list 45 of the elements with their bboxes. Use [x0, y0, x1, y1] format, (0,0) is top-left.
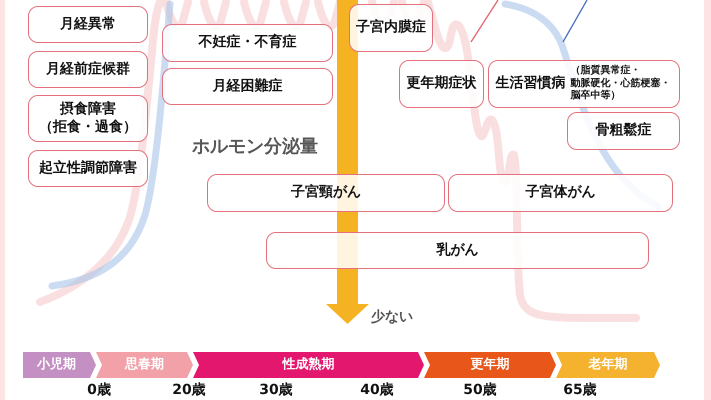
age-label: 30歳	[259, 381, 293, 399]
age-label: 0歳	[87, 381, 111, 399]
condition-label: 子宮頸がん	[291, 184, 361, 202]
condition-box	[349, 4, 433, 52]
stage-segment	[193, 352, 424, 378]
age-label: 20歳	[172, 381, 206, 399]
scale-label: 少ない	[371, 308, 413, 326]
condition-label: 月経困難症	[212, 78, 282, 96]
condition-label: 子宮体がん	[526, 184, 596, 202]
condition-label: 摂食障害（拒食・過食）	[38, 101, 138, 136]
stage-label: 老年期	[588, 357, 628, 373]
condition-box	[28, 51, 148, 88]
condition-box	[162, 24, 333, 62]
condition-label: 月経異常	[60, 16, 116, 34]
quantity-label: ホルモン分泌量	[192, 135, 318, 158]
condition-box	[399, 60, 484, 108]
condition-label: 乳がん	[436, 242, 478, 260]
condition-box	[28, 6, 148, 43]
condition-box	[266, 232, 649, 269]
condition-label: 月経前症候群	[46, 60, 130, 78]
condition-box	[28, 95, 148, 142]
condition-box	[207, 174, 445, 212]
condition-label: 不妊症・不育症	[198, 34, 296, 52]
stage-label: 思春期	[125, 357, 164, 373]
stage-segment	[96, 352, 193, 378]
condition-box	[567, 112, 680, 150]
stage-segment	[424, 352, 556, 378]
condition-label: 子宮内膜症	[356, 19, 426, 37]
condition-detail: （脂質異常症・動脈硬化・心筋梗塞・脳卒中等）	[570, 65, 672, 103]
condition-label: 骨粗鬆症	[596, 122, 652, 140]
condition-box	[488, 60, 680, 108]
stage-segment	[23, 352, 96, 378]
age-label: 50歳	[463, 381, 497, 399]
condition-box	[28, 150, 148, 187]
stage-label: 更年期	[470, 357, 510, 373]
condition-label: 更年期症状	[406, 75, 476, 93]
condition-box	[448, 174, 673, 212]
age-label: 40歳	[360, 381, 394, 399]
condition-label: 起立性調節障害	[39, 160, 137, 178]
condition-box	[162, 68, 333, 105]
stage-label: 小児期	[37, 357, 76, 373]
stage-segment	[556, 352, 660, 378]
age-label: 65歳	[563, 381, 597, 399]
condition-label: 生活習慣病	[496, 75, 566, 93]
stage-label: 性成熟期	[282, 357, 334, 373]
